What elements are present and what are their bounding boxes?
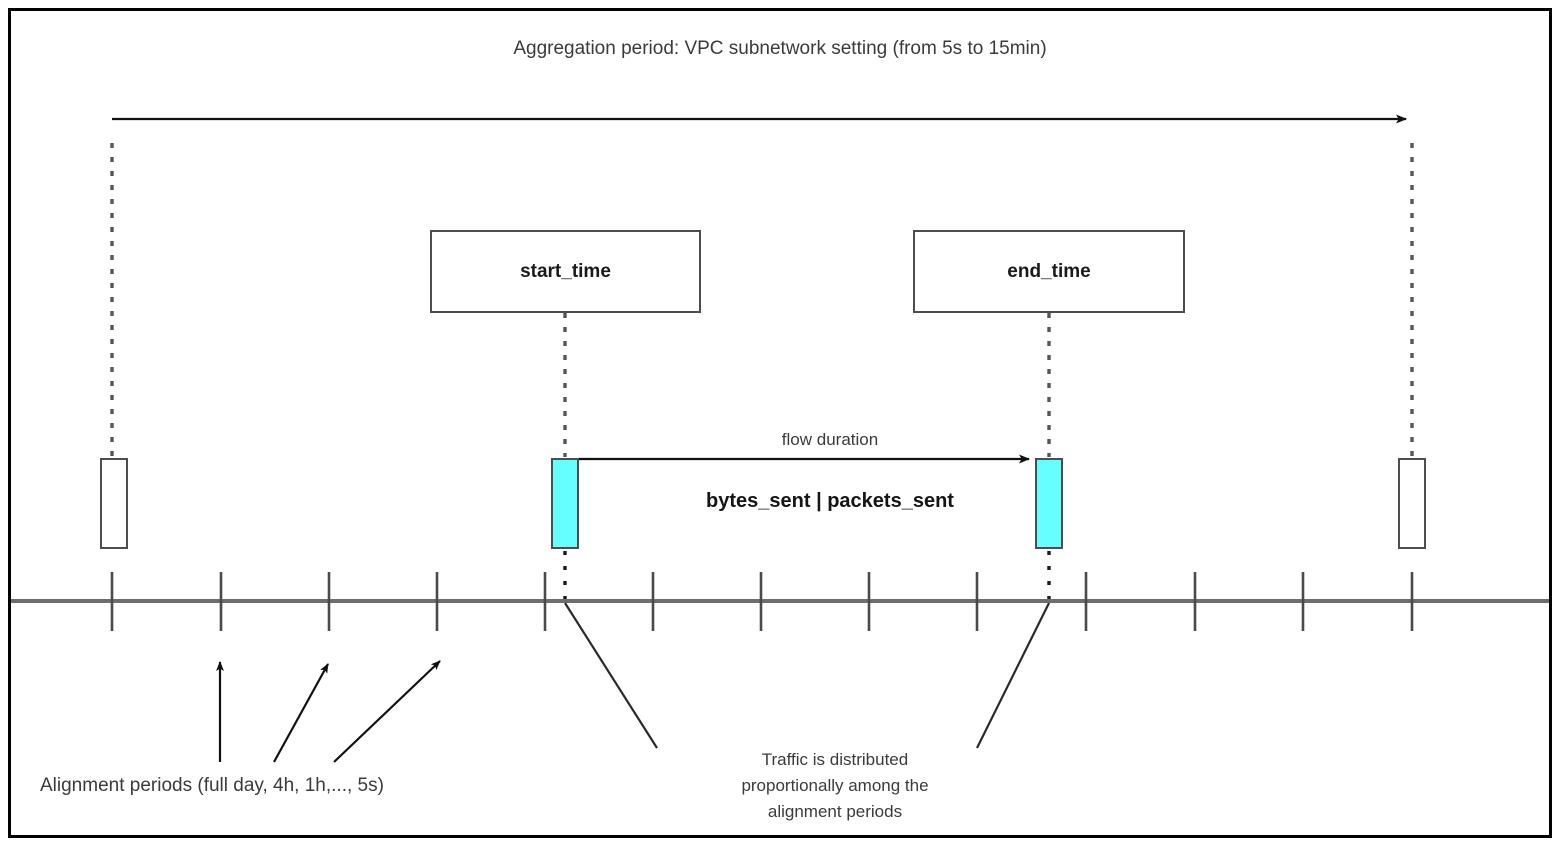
start-time-label: start_time (520, 260, 611, 282)
traffic-note-line-3: alignment periods (767, 802, 903, 821)
aggregation-boundary-marker-right (1398, 458, 1426, 549)
flow-duration-label: flow duration (781, 430, 879, 449)
alignment-periods-label: Alignment periods (full day, 4h, 1h,...,… (40, 775, 384, 796)
diagram-frame-border (8, 8, 1552, 838)
flow-start-bar (551, 458, 579, 549)
bytes-packets-label: bytes_sent | packets_sent (706, 490, 954, 512)
traffic-note-line-2: proportionally among the (741, 776, 929, 795)
end-time-label: end_time (1007, 260, 1091, 282)
start-time-box[interactable]: start_time (430, 230, 701, 313)
flow-end-bar (1035, 458, 1063, 549)
traffic-note-line-1: Traffic is distributed (761, 750, 909, 769)
aggregation-boundary-marker-left (100, 458, 128, 549)
traffic-distribution-note: Traffic is distributed proportionally am… (690, 747, 980, 825)
end-time-box[interactable]: end_time (913, 230, 1185, 313)
diagram-title: Aggregation period: VPC subnetwork setti… (513, 38, 1047, 59)
